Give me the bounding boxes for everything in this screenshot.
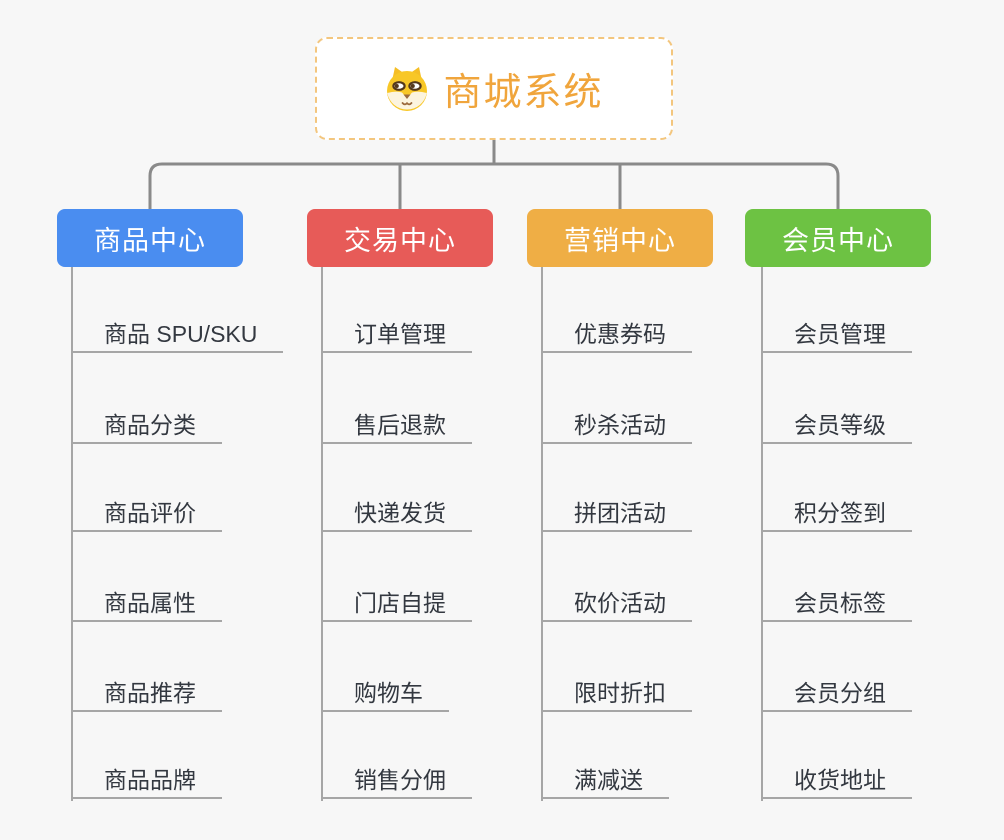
branch-label: 会员中心 xyxy=(782,225,894,256)
leaf-shipping-address[interactable]: 收货地址 xyxy=(761,763,912,799)
branch-spine xyxy=(71,267,73,801)
branch-label: 营销中心 xyxy=(564,225,676,256)
leaf-limited-time-discount[interactable]: 限时折扣 xyxy=(541,676,692,712)
root-node[interactable]: 商城系统 xyxy=(315,37,673,140)
branch-spine xyxy=(541,267,543,801)
leaf-product-category[interactable]: 商品分类 xyxy=(71,408,222,444)
leaf-member-management[interactable]: 会员管理 xyxy=(761,317,912,353)
branch-spine xyxy=(321,267,323,801)
leaf-shopping-cart[interactable]: 购物车 xyxy=(321,676,449,712)
leaf-member-tag[interactable]: 会员标签 xyxy=(761,586,912,622)
leaf-product-spu-sku[interactable]: 商品 SPU/SKU xyxy=(71,317,284,353)
leaf-full-reduction[interactable]: 满减送 xyxy=(541,763,669,799)
leaf-flash-sale[interactable]: 秒杀活动 xyxy=(541,408,692,444)
root-title: 商城系统 xyxy=(443,72,604,114)
branch-spine xyxy=(761,267,763,801)
leaf-member-level[interactable]: 会员等级 xyxy=(761,408,912,444)
leaf-after-sales-refund[interactable]: 售后退款 xyxy=(321,408,472,444)
branch-member-center[interactable]: 会员中心 xyxy=(745,209,931,267)
branch-label: 商品中心 xyxy=(94,225,206,256)
dog-face-icon xyxy=(387,67,428,111)
branch-trade-center[interactable]: 交易中心 xyxy=(307,209,493,267)
branch-product-center[interactable]: 商品中心 xyxy=(57,209,243,267)
leaf-order-management[interactable]: 订单管理 xyxy=(321,317,472,353)
leaf-points-checkin[interactable]: 积分签到 xyxy=(761,496,912,532)
leaf-express-delivery[interactable]: 快递发货 xyxy=(321,496,472,532)
leaf-store-pickup[interactable]: 门店自提 xyxy=(321,586,472,622)
leaf-product-brand[interactable]: 商品品牌 xyxy=(71,763,222,799)
leaf-product-recommend[interactable]: 商品推荐 xyxy=(71,676,222,712)
leaf-member-group[interactable]: 会员分组 xyxy=(761,676,912,712)
leaf-group-buy[interactable]: 拼团活动 xyxy=(541,496,692,532)
branch-marketing-center[interactable]: 营销中心 xyxy=(527,209,713,267)
leaf-bargain-activity[interactable]: 砍价活动 xyxy=(541,586,692,622)
leaf-coupon-code[interactable]: 优惠券码 xyxy=(541,317,692,353)
leaf-product-review[interactable]: 商品评价 xyxy=(71,496,222,532)
branch-label: 交易中心 xyxy=(344,225,456,256)
leaf-sales-commission[interactable]: 销售分佣 xyxy=(321,763,472,799)
leaf-product-attribute[interactable]: 商品属性 xyxy=(71,586,222,622)
